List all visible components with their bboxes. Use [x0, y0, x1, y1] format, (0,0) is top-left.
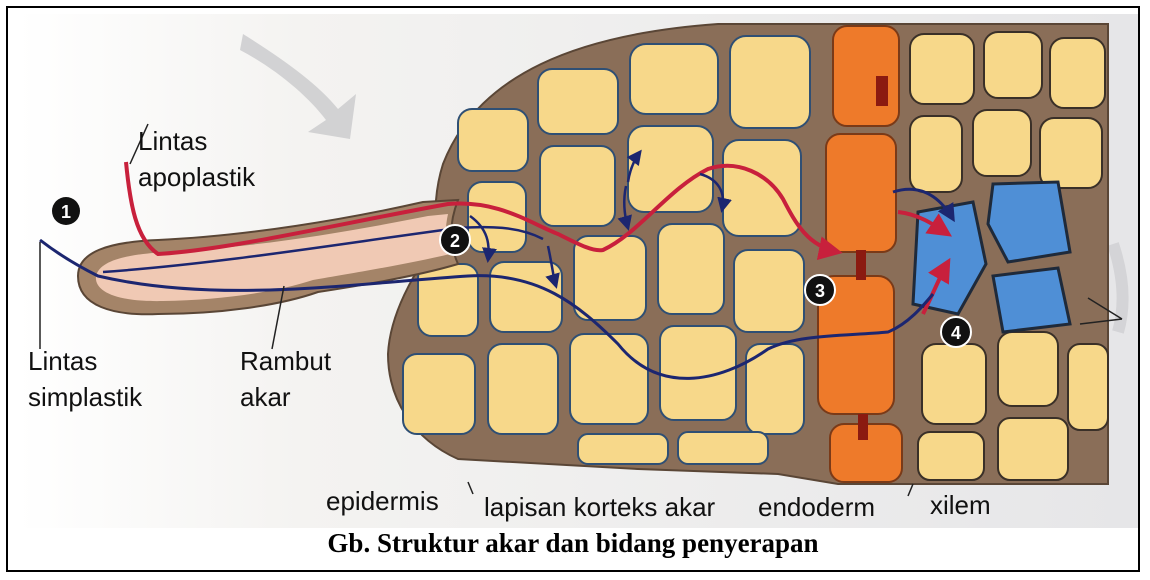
label-cortex: lapisan korteks akar	[484, 492, 715, 522]
label-root-hair-line2: akar	[240, 382, 291, 412]
label-root-hair-line1: Rambut	[240, 346, 331, 376]
marker-2: 2	[450, 231, 460, 251]
marker-1: 1	[61, 202, 71, 222]
marker-3: 3	[815, 281, 825, 301]
figure-frame: 1 2 3 4 Lintas apoplastik Lintas simplas…	[6, 6, 1140, 572]
marker-3-icon: 3	[805, 275, 835, 305]
label-symplastic-line2: simplastik	[28, 382, 142, 412]
marker-2-icon: 2	[440, 225, 470, 255]
label-apoplastic-line2: apoplastik	[138, 162, 255, 192]
marker-1-icon: 1	[52, 197, 80, 225]
label-endoderm: endoderm	[758, 492, 875, 522]
figure-caption: Gb. Struktur akar dan bidang penyerapan	[8, 528, 1138, 559]
label-epidermis: epidermis	[326, 486, 439, 516]
label-symplastic-line1: Lintas	[28, 346, 97, 376]
label-apoplastic-line1: Lintas	[138, 126, 207, 156]
marker-4: 4	[951, 323, 961, 343]
label-xylem: xilem	[930, 490, 991, 520]
root-absorption-diagram: 1 2 3 4	[18, 14, 1138, 528]
marker-4-icon: 4	[941, 317, 971, 347]
